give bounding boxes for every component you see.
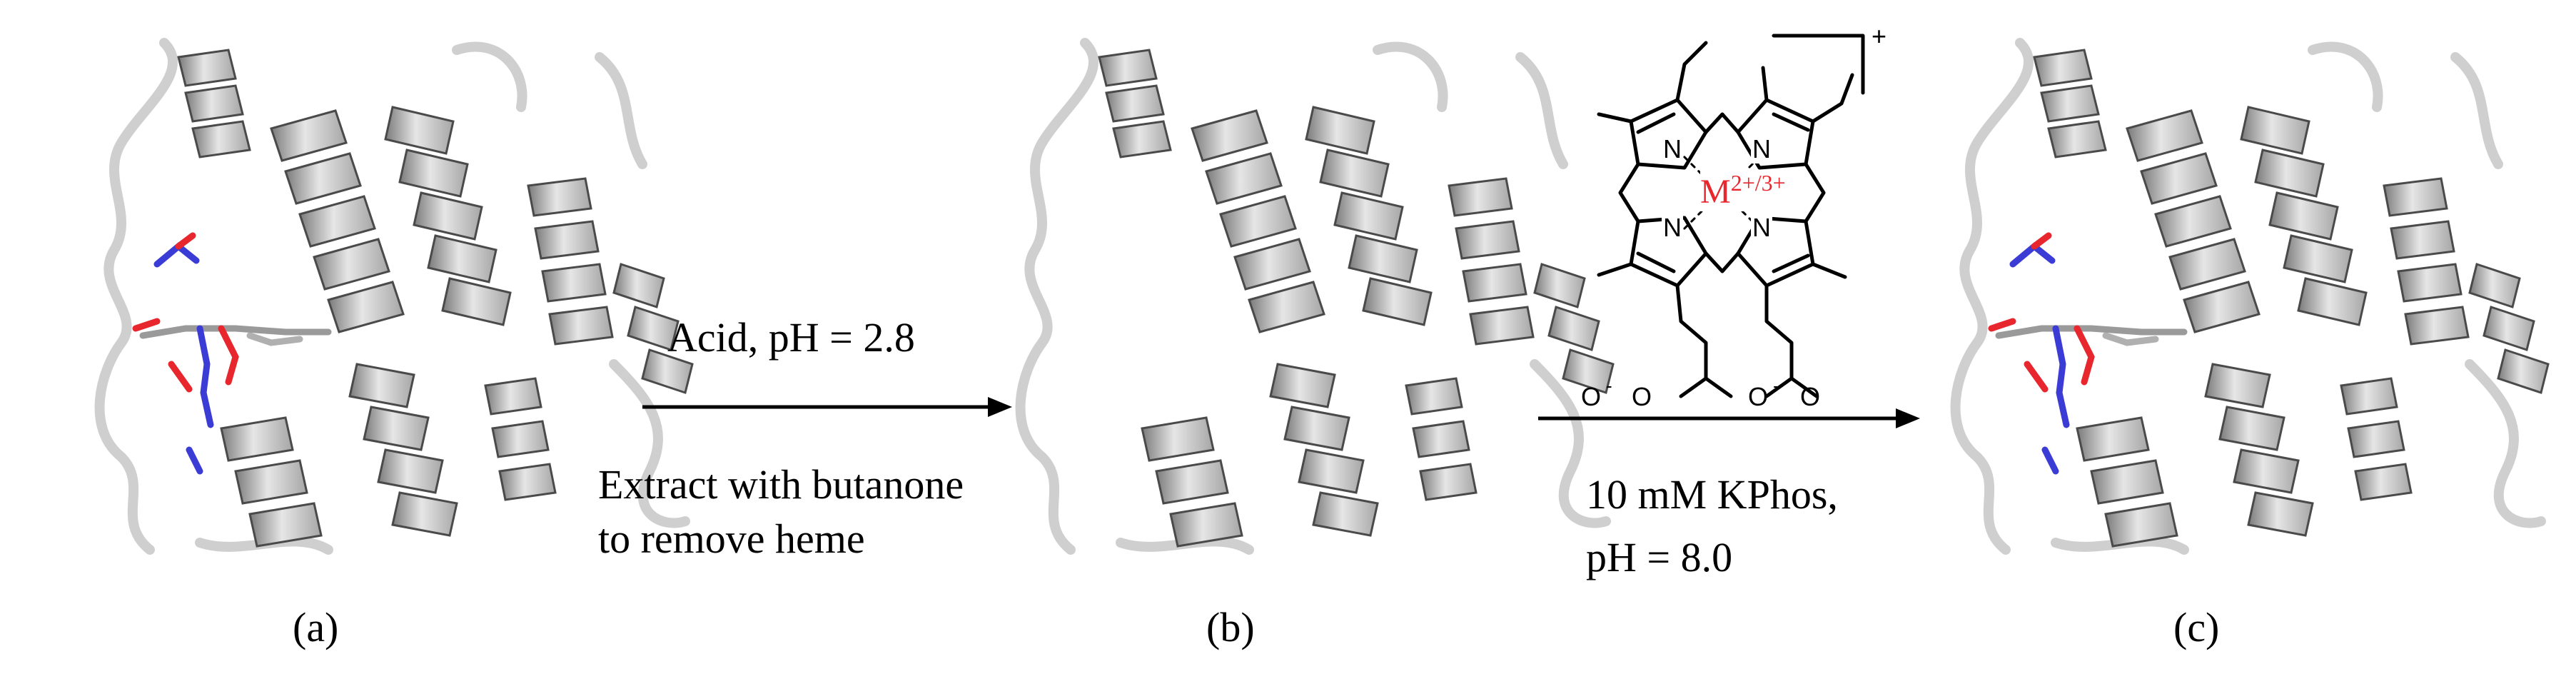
- metal-symbol: M: [1700, 173, 1731, 211]
- oxygen-minus: -: [1606, 375, 1612, 396]
- protein-c: [1956, 43, 2548, 550]
- panel-label-b: (b): [1206, 604, 1255, 650]
- nitrogen-atom-tl: N: [1662, 134, 1683, 164]
- step2-condition-buffer-line2: pH = 8.0: [1586, 534, 1733, 580]
- arrow-step2: [1538, 408, 1920, 428]
- nitrogen-atom-tr: N: [1751, 134, 1772, 164]
- panel-label-c: (c): [2173, 604, 2220, 650]
- step1-condition-acid: Acid, pH = 2.8: [667, 314, 915, 361]
- metal-oxidation-state: 2+/3+: [1730, 170, 1786, 196]
- oxygen-minus: -: [1773, 375, 1779, 396]
- oxygen-atom: O: [1800, 382, 1821, 411]
- metalloporphyrin-structure: [1597, 34, 1865, 398]
- step2-condition-buffer-line1: 10 mM KPhos,: [1586, 471, 1838, 518]
- metal-center: M2+/3+: [1700, 170, 1786, 212]
- protein-b: [1021, 43, 1613, 550]
- charge-plus: +: [1872, 21, 1887, 51]
- arrow-step1: [642, 397, 1012, 417]
- nitrogen-atom-br: N: [1751, 213, 1772, 243]
- oxygen-atom: O: [1632, 382, 1652, 411]
- panel-label-a: (a): [293, 604, 339, 650]
- nitrogen-atom-bl: N: [1662, 213, 1683, 243]
- oxygen-atom: O: [1581, 382, 1602, 411]
- step1-condition-extract-line2: to remove heme: [598, 515, 865, 562]
- oxygen-atom: O: [1748, 382, 1769, 411]
- charge-bracket: [1772, 34, 1865, 95]
- step1-condition-extract-line1: Extract with butanone: [598, 461, 964, 508]
